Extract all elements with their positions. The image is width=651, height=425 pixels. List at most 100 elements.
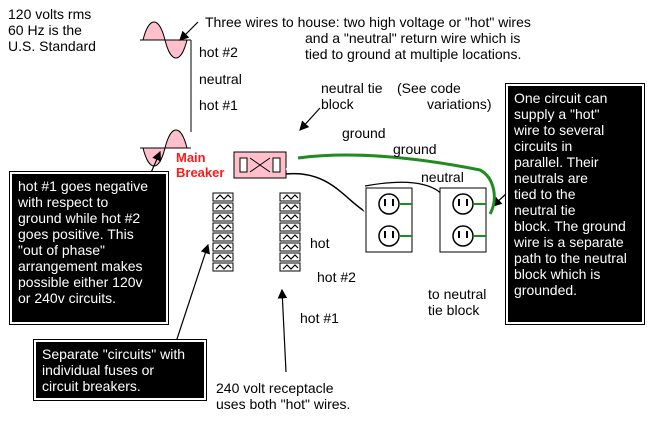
ground-wire	[297, 153, 496, 215]
fuse-element-icon	[282, 264, 299, 270]
code-note: (See code variations)	[397, 80, 492, 112]
neutral-label: neutral	[421, 169, 464, 185]
phase-line: arrangement makes	[18, 258, 143, 274]
fuse-icon	[212, 252, 234, 262]
standard-label: 120 volts rms 60 Hz is the U.S. Standard	[8, 6, 96, 54]
tie-block-line: neutral tie	[321, 80, 383, 96]
fuse-element-icon	[215, 244, 232, 250]
pointer-arrow	[174, 243, 210, 346]
parallel-line: circuits in	[514, 138, 573, 154]
pointer-arrow	[277, 288, 288, 373]
standard-line: U.S. Standard	[8, 38, 96, 54]
phase-line: with respect to	[18, 194, 109, 210]
parallel-line: neutral tie	[514, 202, 576, 218]
wire-label-hot1: hot #1	[199, 97, 238, 113]
tie-block-wire	[420, 255, 492, 285]
duplex-receptacle-icon	[365, 187, 413, 253]
circuits-line: individual fuses or	[42, 362, 155, 378]
fuse-element-icon	[215, 224, 232, 230]
to-tie-line: tie block	[428, 302, 480, 318]
circuits-line: circuit breakers.	[42, 378, 141, 394]
main-breaker-line: Main	[176, 150, 206, 165]
circuits-line: Separate "circuits" with	[42, 346, 185, 362]
fuse-element-icon	[282, 234, 299, 240]
fuse-element-icon	[282, 244, 299, 250]
branch-label-hot1: hot #1	[300, 310, 339, 326]
standard-line: 60 Hz is the	[8, 22, 82, 38]
fuse-element-icon	[215, 264, 232, 270]
fuse-element-icon	[282, 254, 299, 260]
parallel-line: parallel. Their	[514, 154, 599, 170]
phase-line: possible either 120v	[18, 274, 143, 290]
pointer-arrow	[179, 21, 199, 41]
phase-callout-box: hot #1 goes negative with respect to gro…	[9, 171, 169, 325]
to-neutral-tie-block-label: to neutral tie block	[428, 286, 486, 318]
fuse-icon	[279, 202, 301, 212]
parallel-line: supply a "hot"	[514, 106, 600, 122]
duplex-receptacle-icon	[439, 187, 487, 253]
tie-block-line: block	[321, 96, 354, 112]
branch-label-hot2: hot #2	[317, 269, 356, 285]
parallel-line: wire to several	[514, 122, 605, 138]
phase-line: or 240v circuits.	[18, 290, 117, 306]
fuse-bank-right	[279, 192, 301, 272]
pointer-arrow	[149, 150, 162, 176]
fuse-element-icon	[215, 234, 232, 240]
fuse-icon	[212, 202, 234, 212]
pointer-arrow	[299, 107, 321, 131]
main-breaker-label: Main Breaker	[176, 150, 224, 180]
phase-line: hot #1 goes negative	[18, 178, 148, 194]
parallel-line: grounded.	[514, 282, 578, 298]
phase-line: goes positive. This	[18, 226, 134, 242]
fuse-element-icon	[215, 214, 232, 220]
fuse-icon	[212, 242, 234, 252]
header-note-line: Three wires to house: two high voltage o…	[205, 14, 531, 30]
parallel-callout-box: One circuit can supply a "hot" wire to s…	[505, 83, 645, 325]
neutral-tie-block-label: neutral tie block	[321, 80, 382, 112]
fuse-icon	[279, 222, 301, 232]
receptacle-240-note: 240 volt receptacle uses both "hot" wire…	[216, 380, 350, 412]
fuse-icon	[279, 252, 301, 262]
parallel-line: One circuit can	[514, 90, 608, 106]
fuse-icon	[279, 192, 301, 202]
fuse-element-icon	[215, 204, 232, 210]
fuse-element-icon	[282, 204, 299, 210]
parallel-line: tied to the	[514, 186, 576, 202]
neutral-wire	[285, 168, 371, 221]
wire-label-neutral: neutral	[199, 71, 242, 87]
parallel-line: block. The ground	[514, 218, 626, 234]
code-note-line: (See code	[397, 80, 461, 96]
pointer-arrow	[492, 191, 509, 207]
parallel-line: wire is a separate	[514, 234, 624, 250]
main-breaker-icon	[233, 151, 287, 179]
fuse-icon	[212, 262, 234, 272]
sine-wave-icon	[140, 21, 191, 59]
fuse-icon	[212, 192, 234, 202]
wire-label-hot2: hot #2	[199, 44, 238, 60]
phase-line: "out of phase"	[18, 242, 106, 258]
fuse-icon	[212, 212, 234, 222]
receptacle-note-line: 240 volt receptacle	[216, 380, 334, 396]
standard-line: 120 volts rms	[8, 6, 92, 22]
header-note-line: tied to ground at multiple locations.	[305, 46, 522, 62]
ground-label: ground	[393, 141, 437, 157]
fuse-element-icon	[215, 254, 232, 260]
ground-label: ground	[342, 125, 386, 141]
fuse-icon	[279, 232, 301, 242]
branch-label-hot: hot	[310, 235, 330, 251]
fuse-icon	[212, 222, 234, 232]
phase-line: ground while hot #2	[18, 210, 141, 226]
header-note-line: and a "neutral" return wire which is	[305, 30, 521, 46]
fuse-element-icon	[282, 224, 299, 230]
parallel-line: neutrals are	[514, 170, 588, 186]
fuse-element-icon	[282, 214, 299, 220]
main-breaker-line: Breaker	[176, 165, 225, 180]
fuse-icon	[279, 212, 301, 222]
fuse-element-icon	[282, 194, 299, 200]
header-note: Three wires to house: two high voltage o…	[205, 14, 531, 62]
fuse-icon	[279, 262, 301, 272]
code-note-line: variations)	[427, 96, 492, 112]
fuse-icon	[279, 242, 301, 252]
circuits-callout-box: Separate "circuits" with individual fuse…	[33, 339, 207, 401]
